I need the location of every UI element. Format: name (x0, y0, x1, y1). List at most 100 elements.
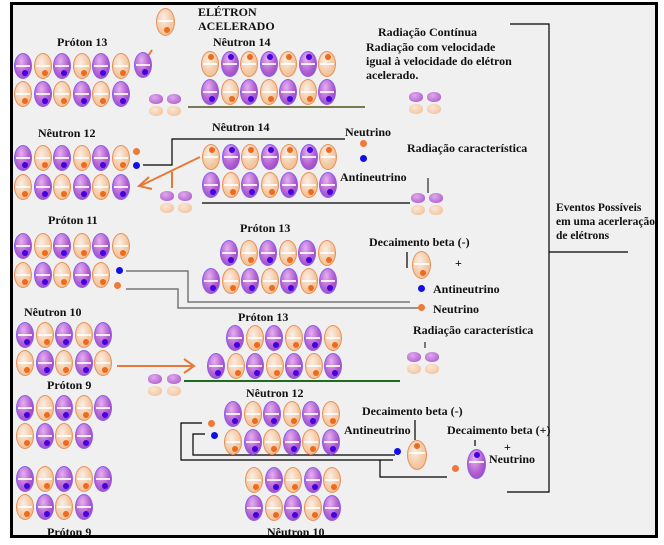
neutron-nucleon (14, 174, 32, 200)
proton-13-low-label: Próton 13 (238, 310, 289, 324)
desc-line-3: acelerado. (366, 68, 419, 82)
blue-dot (24, 412, 30, 418)
orange-dot (248, 147, 254, 153)
neutrino-particle (114, 282, 121, 289)
blue-dot (22, 162, 28, 168)
antineutrino-connector-3 (192, 433, 395, 456)
blue-dot (63, 339, 69, 345)
neutron-nucleon (243, 401, 262, 427)
proton-nucleon (72, 262, 91, 288)
proton-nucleon (35, 350, 54, 376)
proton-nucleon (33, 262, 52, 288)
decay-arrow-head (136, 176, 153, 190)
blue-dot (228, 257, 234, 263)
proton-nucleon (111, 174, 130, 200)
orange-dot (119, 162, 126, 168)
neutron-nucleon (245, 325, 264, 351)
proton-nucleon (35, 423, 54, 449)
neutron-nucleon (226, 353, 245, 379)
orange-dot (251, 418, 258, 424)
blue-dot (61, 250, 67, 256)
proton-nucleon (92, 233, 110, 259)
orange-dot (253, 484, 259, 490)
proton-nucleon (319, 172, 337, 198)
neutron-nucleon (35, 395, 54, 421)
proton-nucleon (94, 322, 112, 348)
characteristic-radiation-photon-2 (425, 364, 439, 374)
proton-nucleon (55, 322, 73, 348)
blue-dot (100, 162, 106, 168)
plus-sign-2: + (504, 440, 511, 454)
orange-dot (286, 54, 292, 60)
neutron-nucleon (321, 401, 340, 427)
neutron-nucleon (111, 53, 130, 79)
proton-nucleon (241, 268, 259, 294)
neutron-nucleon (74, 322, 93, 348)
proton-11-label: Próton 11 (48, 213, 98, 227)
blue-dot (142, 69, 148, 75)
orange-dot (100, 191, 106, 197)
blue-dot (22, 250, 28, 256)
electron-charge-dot (164, 27, 170, 33)
proton-nucleon (201, 79, 219, 105)
blue-dot (102, 339, 108, 345)
neutron-nucleon (323, 325, 342, 351)
orange-dot (307, 189, 314, 195)
orange-dot (286, 257, 293, 263)
blue-dot (251, 446, 258, 452)
orange-dot (61, 279, 67, 285)
proton-nucleon (284, 495, 302, 521)
blue-dot (41, 279, 48, 285)
orange-dot (290, 418, 297, 424)
orange-dot (232, 446, 238, 452)
proton-nucleon (55, 395, 73, 421)
beta-minus-neutron-1 (412, 251, 431, 279)
neutron-nucleon (319, 144, 337, 170)
characteristic-radiation-photon-2 (407, 352, 421, 362)
neutron-nucleon (265, 353, 284, 379)
neutron-nucleon (202, 144, 220, 170)
blue-dot (232, 418, 238, 424)
proton-13-top-label: Próton 13 (57, 35, 108, 49)
proton-nucleon (16, 395, 34, 421)
orange-dot (311, 512, 318, 518)
orange-dot (22, 191, 28, 197)
proton-nucleon (207, 353, 225, 379)
neutron-nucleon (264, 495, 283, 521)
blue-dot (22, 70, 28, 76)
antineutrino-particle (418, 285, 425, 292)
blue-dot (41, 191, 48, 197)
neutron-nucleon (224, 429, 242, 455)
neutrino-particle (133, 148, 140, 155)
beta-plus-connector (379, 460, 447, 478)
neutron-nucleon (284, 467, 302, 493)
neutron-10-bottom-label: Nêutron 10 (267, 525, 325, 539)
neutron-nucleon (302, 429, 320, 455)
orange-dot (24, 367, 30, 373)
blue-dot (332, 370, 338, 376)
characteristic-radiation-photon-1 (411, 205, 425, 215)
proton-9-mid-label: Próton 9 (47, 378, 92, 392)
neutron-nucleon (55, 423, 73, 449)
blue-dot (266, 54, 273, 60)
neutron-nucleon (53, 81, 71, 107)
orange-dot (268, 285, 275, 291)
characteristic-radiation-photon-2 (407, 364, 421, 374)
proton-nucleon (264, 467, 283, 493)
orange-dot (43, 412, 50, 418)
proton-nucleon (303, 467, 322, 493)
proton-nucleon (323, 495, 341, 521)
blue-dot (267, 257, 273, 263)
continuous-radiation-desc: Radiação com velocidade igual à velocida… (366, 40, 512, 82)
orange-dot (209, 147, 215, 153)
neutron-nucleon (16, 494, 34, 520)
neutron-nucleon (33, 145, 52, 171)
blue-dot (100, 70, 106, 76)
proton-nucleon (202, 172, 220, 198)
neutron-nucleon (241, 144, 259, 170)
orange-dot (82, 483, 89, 489)
neutron-nucleon (72, 145, 91, 171)
orange-dot (41, 250, 48, 256)
continuous-radiation-photon (427, 92, 441, 102)
blue-dot (310, 418, 316, 424)
